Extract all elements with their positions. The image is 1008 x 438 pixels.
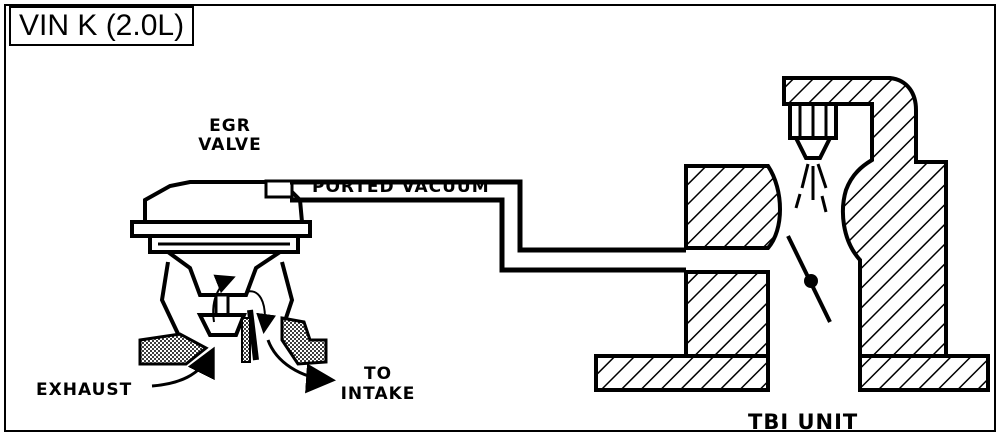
- exhaust-label: EXHAUST: [36, 380, 133, 400]
- tbi-unit: [594, 76, 990, 392]
- ported-vacuum-label: PORTED VACUUM: [312, 177, 490, 197]
- ported-vacuum-hose: [290, 179, 686, 273]
- diagram-frame: [4, 4, 996, 432]
- vehicle-title: VIN K (2.0L): [9, 6, 195, 46]
- flow-arrows: [151, 274, 336, 394]
- egr-valve-label-line1: EGR: [209, 116, 251, 136]
- egr-valve: [130, 179, 328, 366]
- egr-valve-label: EGR VALVE: [190, 117, 270, 155]
- to-intake-label: TO INTAKE: [336, 364, 420, 404]
- to-intake-label-line1: TO: [363, 364, 393, 384]
- egr-valve-label-line2: VALVE: [198, 135, 262, 155]
- tbi-unit-label: TBI UNIT: [748, 410, 859, 434]
- to-intake-label-line2: INTAKE: [340, 384, 416, 404]
